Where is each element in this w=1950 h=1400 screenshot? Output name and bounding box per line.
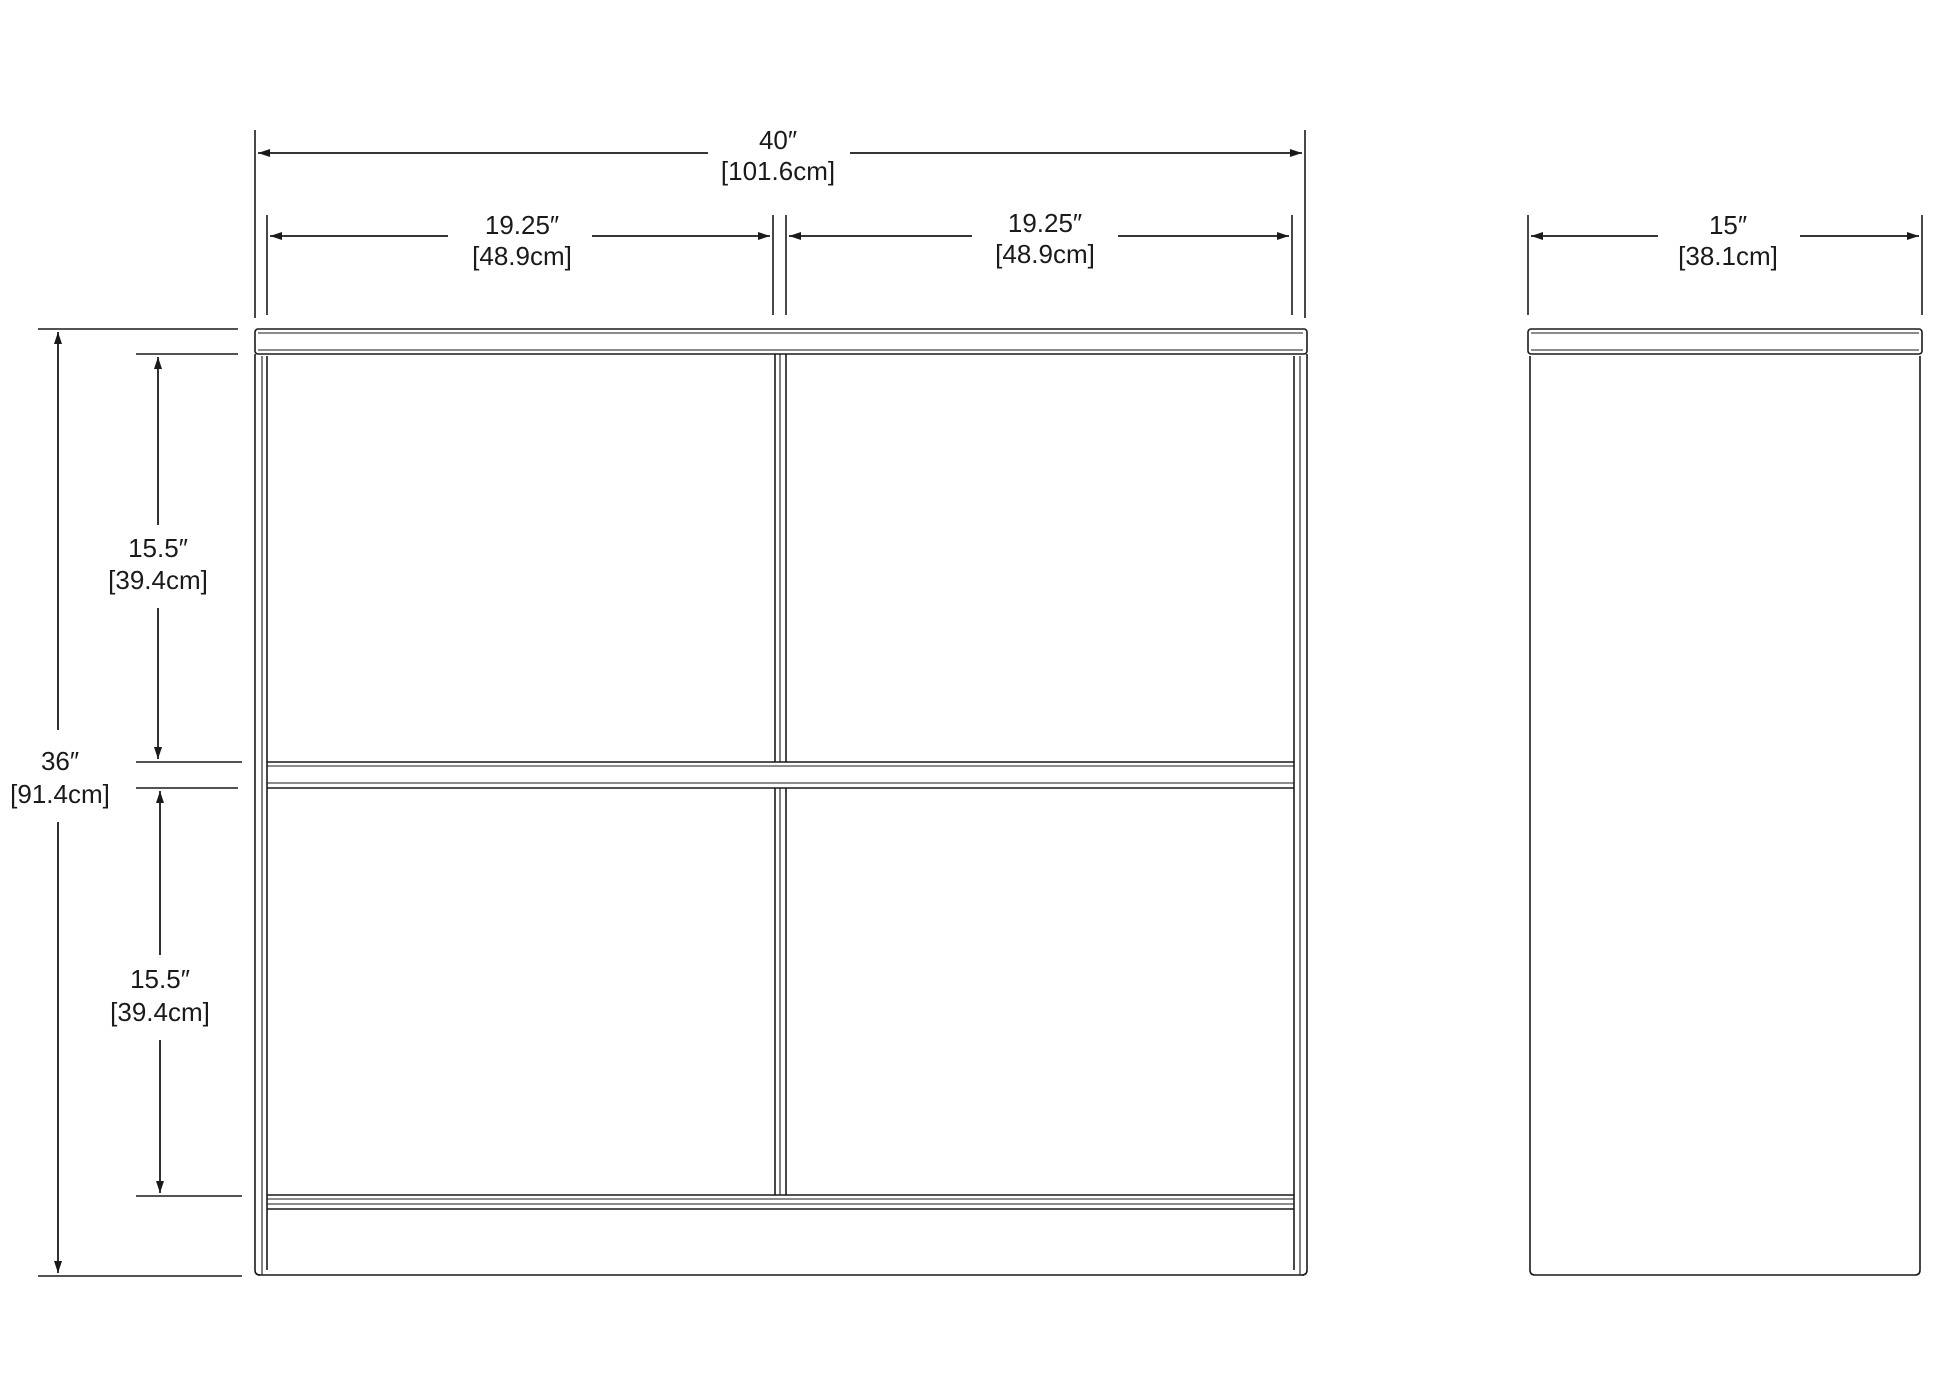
bottom-shelf <box>267 1194 1294 1210</box>
middle-shelf <box>267 761 1294 789</box>
dimension-lower-opening-height: 15.5″ [39.4cm] <box>110 787 242 1197</box>
lower-opening-height-metric: [39.4cm] <box>110 997 210 1027</box>
dimension-upper-opening-height: 15.5″ [39.4cm] <box>108 353 242 763</box>
top-panel <box>254 328 1308 355</box>
left-bay-width-imperial: 19.25″ <box>485 210 559 240</box>
left-side-panel <box>254 354 268 1276</box>
right-bay-width-metric: [48.9cm] <box>995 239 1095 269</box>
center-divider <box>774 354 787 1195</box>
depth-imperial: 15″ <box>1709 210 1747 240</box>
right-side-panel <box>1293 354 1308 1276</box>
overall-width-imperial: 40″ <box>759 125 797 155</box>
left-bay-width-metric: [48.9cm] <box>472 241 572 271</box>
overall-width-metric: [101.6cm] <box>721 156 835 186</box>
side-panel <box>1529 356 1921 1276</box>
dimension-right-bay-width: 19.25″ [48.9cm] <box>785 208 1293 315</box>
front-view <box>254 328 1308 1276</box>
dimension-depth: 15″ [38.1cm] <box>1527 210 1923 315</box>
overall-height-metric: [91.4cm] <box>10 779 110 809</box>
side-view <box>1527 328 1923 1276</box>
upper-opening-height-imperial: 15.5″ <box>128 533 188 563</box>
lower-opening-height-imperial: 15.5″ <box>130 964 190 994</box>
overall-height-imperial: 36″ <box>41 746 79 776</box>
dimension-overall-height: 36″ [91.4cm] <box>10 328 242 1277</box>
upper-opening-height-metric: [39.4cm] <box>108 565 208 595</box>
dimension-overall-width: 40″ [101.6cm] <box>254 125 1306 318</box>
right-bay-width-imperial: 19.25″ <box>1008 208 1082 238</box>
depth-metric: [38.1cm] <box>1678 241 1778 271</box>
side-top-panel <box>1527 328 1923 355</box>
dimension-left-bay-width: 19.25″ [48.9cm] <box>266 210 774 315</box>
